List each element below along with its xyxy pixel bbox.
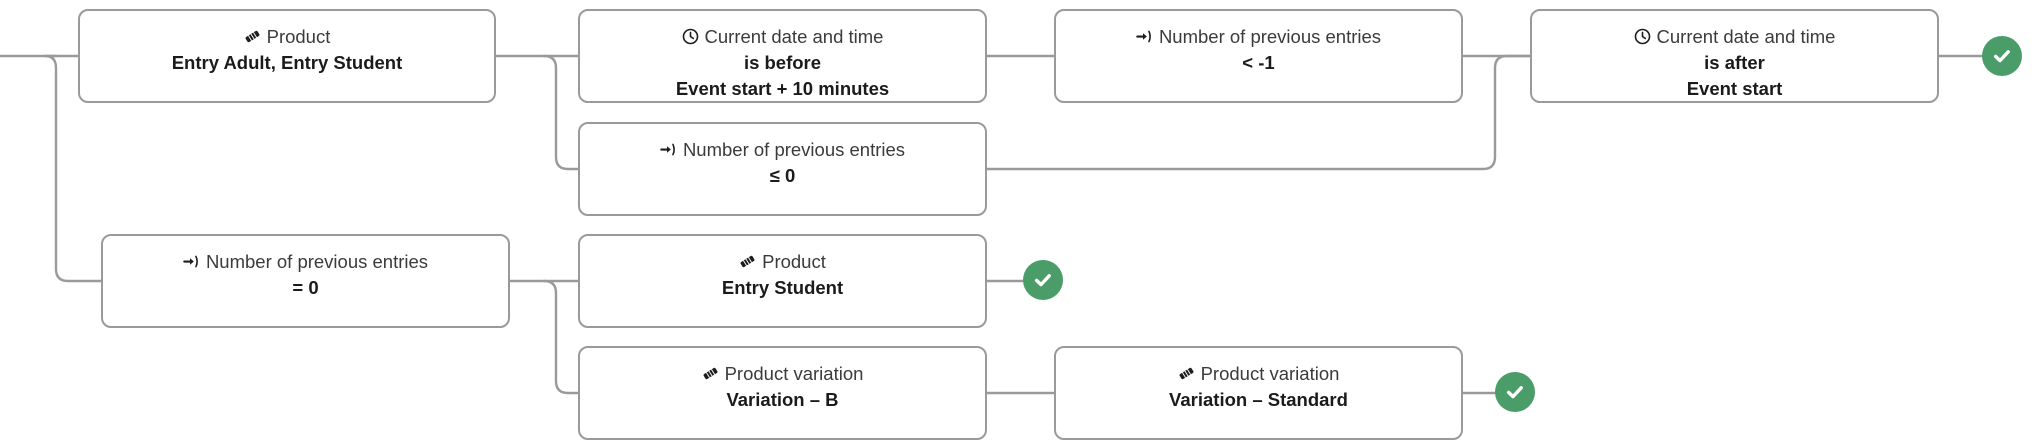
check-circle-icon[interactable] [1982,36,2022,76]
check-circle-icon[interactable] [1495,372,1535,412]
condition-node-label: Current date and time [704,26,884,47]
condition-node-header: Current date and time [1634,25,1836,48]
condition-node-value: Entry Adult, Entry Student [171,52,403,74]
condition-node-label: Product [762,251,826,272]
condition-node-header: Product [739,250,826,273]
condition-node-value: Variation – Standard [1169,389,1348,411]
clock-icon [1634,28,1651,45]
tag-icon [739,253,756,270]
condition-node[interactable]: Number of previous entries < -1 [1054,9,1463,103]
condition-node-header: Product variation [1178,362,1340,385]
tag-icon [1178,365,1195,382]
condition-node-header: Product variation [702,362,864,385]
condition-node-header: Number of previous entries [183,250,428,273]
condition-node-label: Product [266,26,331,47]
condition-node-value: Variation – B [726,389,839,411]
condition-node-label: Number of previous entries [682,139,906,160]
condition-node[interactable]: Number of previous entries = 0 [101,234,510,328]
condition-node-label: Number of previous entries [205,251,429,272]
check-circle-icon[interactable] [1023,260,1063,300]
condition-node-label: Number of previous entries [1158,26,1382,47]
condition-node[interactable]: Number of previous entries ≤ 0 [578,122,987,216]
wire-n6-n8 [542,279,580,395]
condition-node-label: Current date and time [1656,26,1836,47]
condition-node-value: < -1 [1242,52,1275,74]
wire-n1-n5 [542,54,580,171]
tag-icon [244,28,261,45]
condition-node-header: Number of previous entries [1136,25,1381,48]
sign-in-icon [660,141,677,158]
condition-node-value: ≤ 0 [769,165,796,187]
condition-node-header: Product [244,25,331,48]
sign-in-icon [183,253,200,270]
tag-icon [702,365,719,382]
condition-node-label: Product variation [724,363,864,384]
condition-node-value: is after [1704,52,1765,74]
condition-node-value: Entry Student [721,277,844,299]
condition-node-header: Current date and time [682,25,884,48]
clock-icon [682,28,699,45]
condition-node-value: Event start [1686,78,1783,100]
condition-node-header: Number of previous entries [660,138,905,161]
condition-node-label: Product variation [1200,363,1340,384]
sign-in-icon [1136,28,1153,45]
condition-node-value: Event start + 10 minutes [675,78,890,100]
condition-node-value: = 0 [292,277,319,299]
condition-node-value: is before [743,52,822,74]
